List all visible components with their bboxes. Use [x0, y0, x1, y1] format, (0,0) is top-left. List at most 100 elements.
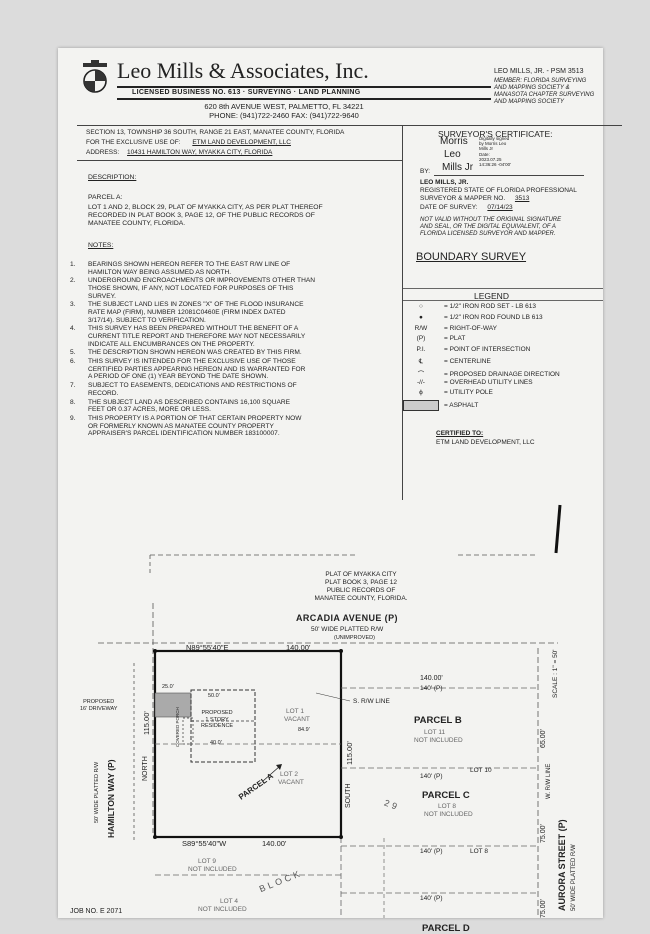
- legend-symbol: -//-: [417, 378, 425, 386]
- note-line: OR FORMERLY KNOWN AS MANATEE COUNTY PROP…: [88, 422, 274, 430]
- d140-2: 140' (P): [420, 685, 443, 692]
- lot1-vacant: VACANT: [284, 716, 310, 723]
- lot2-vacant: VACANT: [278, 779, 304, 786]
- note-line: RATE MAP (FIRM), NUMBER 12081C0460E (FIR…: [88, 308, 286, 316]
- note-item: 9. THIS PROPERTY IS A PORTION OF THAT CER…: [70, 415, 383, 438]
- firm-header: Leo Mills & Associates, Inc. LICENSED BU…: [77, 56, 491, 121]
- legend-item: ⌒= PROPOSED DRAINAGE DIRECTION: [398, 368, 598, 378]
- legend-symbol: R/W: [414, 324, 428, 332]
- parcel-d-label: PARCEL D: [422, 923, 470, 934]
- exclusive-use: FOR THE EXCLUSIVE USE OF: ETM LAND DEVEL…: [86, 139, 291, 146]
- digital-signature-detail: Digitally signed by Morris Leo Mills Jr …: [479, 136, 511, 168]
- note-line: THE SUBJECT LAND LIES IN ZONES "X" OF TH…: [88, 301, 304, 309]
- parcel-a-heading: PARCEL A:: [88, 194, 123, 201]
- east-distance: 115.00': [345, 741, 354, 765]
- note-number: 9.: [70, 415, 76, 422]
- dim-25: 25.0': [162, 684, 174, 690]
- section-line: SECTION 13, TOWNSHIP 36 SOUTH, RANGE 21 …: [86, 129, 345, 136]
- legend-item: (P)= PLAT: [398, 335, 598, 342]
- note-number: 7.: [70, 382, 76, 390]
- firm-name: Leo Mills & Associates, Inc.: [117, 58, 369, 83]
- parcel-b-not-included: NOT INCLUDED: [414, 737, 463, 744]
- surveyor-name: LEO MILLS, JR.: [420, 179, 469, 186]
- note-number: 4.: [70, 325, 76, 333]
- d140-4: 140' (P): [420, 848, 443, 855]
- note-item: 6.THIS SURVEY IS INTENDED FOR THE EXCLUS…: [70, 358, 383, 381]
- note-line: 3/17/14). SUBJECT TO VERIFICATION.: [88, 316, 206, 324]
- psm-label: LEO MILLS, JR. - PSM 3513: [494, 68, 584, 75]
- legend-text: = OVERHEAD UTILITY LINES: [444, 378, 533, 386]
- d140-5: 140' (P): [420, 895, 443, 902]
- legend-symbol: ○: [419, 303, 423, 310]
- note-item: 2.UNDERGROUND ENCROACHMENTS OR IMPROVEME…: [70, 277, 383, 300]
- hamilton-way-label: HAMILTON WAY (P): [106, 759, 116, 838]
- note-line: SURVEY.: [88, 292, 116, 300]
- legend-symbol: (P): [416, 335, 426, 343]
- west-distance: 115.00': [142, 711, 151, 735]
- note-line: BEARINGS SHOWN HEREON REFER TO THE EAST …: [88, 261, 291, 268]
- lot4-label: LOT 4: [220, 898, 238, 905]
- by-label: BY:: [420, 168, 431, 175]
- legend-text: = RIGHT-OF-WAY: [444, 324, 497, 332]
- legend-title: LEGEND: [474, 291, 509, 301]
- firm-phone: PHONE: (941)722-2460 FAX: (941)722-9640: [209, 111, 359, 120]
- note-item: 1.BEARINGS SHOWN HEREON REFER TO THE EAS…: [70, 261, 383, 276]
- south-distance: 140.00': [262, 839, 287, 848]
- note-line: FEET OR 0.37 ACRES, MORE OR LESS.: [88, 406, 211, 414]
- registration-line: REGISTERED STATE OF FLORIDA PROFESSIONAL: [420, 187, 577, 194]
- legal-description: LOT 1 AND 2, BLOCK 29, PLAT OF MYAKKA CI…: [88, 204, 323, 227]
- note-number: 6.: [70, 358, 76, 366]
- d75a: 75.00': [540, 824, 547, 843]
- license-number: SURVEYOR & MAPPER NO. 3513: [420, 195, 530, 202]
- note-line: INDICATE ALL ENCUMBRANCES ON THE PROPERT…: [88, 340, 255, 348]
- legend-item: ○ = 1/2" IRON ROD SET - LB 613: [398, 303, 598, 310]
- memberships: MEMBER: FLORIDA SURVEYING AND MAPPING SO…: [494, 78, 595, 105]
- arcadia-avenue-label: ARCADIA AVENUE (P): [296, 613, 398, 623]
- asphalt-swatch-icon: [403, 400, 439, 412]
- parcel-c-lot: LOT 8: [438, 803, 456, 810]
- note-line: THIS PROPERTY IS A PORTION OF THAT CERTA…: [88, 415, 302, 422]
- w-rw-line: W. R/W LINE: [546, 763, 552, 799]
- plat-reference: PLAT OF MYAKKA CITY PLAT BOOK 3, PAGE 12…: [314, 571, 408, 602]
- north-bearing: N89°55'40"E: [186, 643, 229, 652]
- note-line: THE DESCRIPTION SHOWN HEREON WAS CREATED…: [88, 349, 302, 357]
- aurora-street-label: AURORA STREET (P): [557, 819, 567, 911]
- note-line: CERTIFIED PARTIES APPEARING HEREON AND I…: [88, 365, 306, 373]
- legend-symbol: P.I.: [416, 346, 426, 354]
- dim-84-9: 84.9': [298, 727, 310, 733]
- legend-item: = ASPHALT: [398, 400, 598, 412]
- legend: ○ = 1/2" IRON ROD SET - LB 613 ●= 1/2" IRO…: [398, 303, 603, 413]
- legend-text: = 1/2" IRON ROD SET - LB 613: [444, 303, 536, 310]
- legend-item: ℄= CENTERLINE: [398, 357, 598, 365]
- boundary-survey-title: BOUNDARY SURVEY: [416, 251, 527, 263]
- s-rw-line: S. R/W LINE: [353, 698, 390, 705]
- lot8-label: LOT 8: [470, 848, 488, 855]
- dim-40: 40.0': [210, 740, 222, 746]
- note-item: 4.THIS SURVEY HAS BEEN PREPARED WITHOUT …: [70, 325, 383, 348]
- unimproved-label: (UNIMPROVED): [334, 635, 375, 641]
- note-line: A PERIOD OF ONE (1) YEAR BEYOND THE DATE…: [88, 373, 269, 381]
- covered-porch: COVERED PORCH: [175, 707, 180, 747]
- firm-address: 620 8th AVENUE WEST, PALMETTO, FL 34221: [204, 102, 364, 111]
- d75b: 75.00': [540, 899, 547, 918]
- note-line: UNDERGROUND ENCROACHMENTS OR IMPROVEMENT…: [88, 277, 316, 285]
- survey-sheet: Leo Mills & Associates, Inc. LICENSED BU…: [58, 48, 622, 934]
- legend-text: = POINT OF INTERSECTION: [444, 346, 531, 354]
- description-heading: DESCRIPTION:: [88, 174, 137, 181]
- legend-text: = UTILITY POLE: [444, 389, 493, 397]
- plan-linework: [98, 504, 562, 918]
- dim-50: 50.0': [208, 693, 220, 699]
- note-item: 3.THE SUBJECT LAND LIES IN ZONES "X" OF …: [70, 301, 383, 324]
- survey-plan: PLAT OF MYAKKA CITY PLAT BOOK 3, PAGE 12…: [58, 503, 603, 934]
- d140-3: 140' (P): [420, 773, 443, 780]
- north-distance: 140.00': [286, 643, 311, 652]
- note-item: 7.SUBJECT TO EASEMENTS, DEDICATIONS AND …: [70, 382, 383, 397]
- lot1-label: LOT 1: [286, 708, 304, 715]
- legend-symbol: ●: [419, 313, 423, 321]
- scale-label: SCALE : 1" = 50': [552, 649, 559, 698]
- arcadia-width: 50' WIDE PLATTED R/W: [311, 626, 384, 633]
- legend-symbol: ℄: [418, 358, 424, 365]
- validity-notice: NOT VALID WITHOUT THE ORIGINAL SIGNATURE…: [420, 217, 562, 237]
- legend-item: ●= 1/2" IRON ROD FOUND LB 613: [398, 314, 598, 321]
- d140-1: 140.00': [420, 675, 443, 682]
